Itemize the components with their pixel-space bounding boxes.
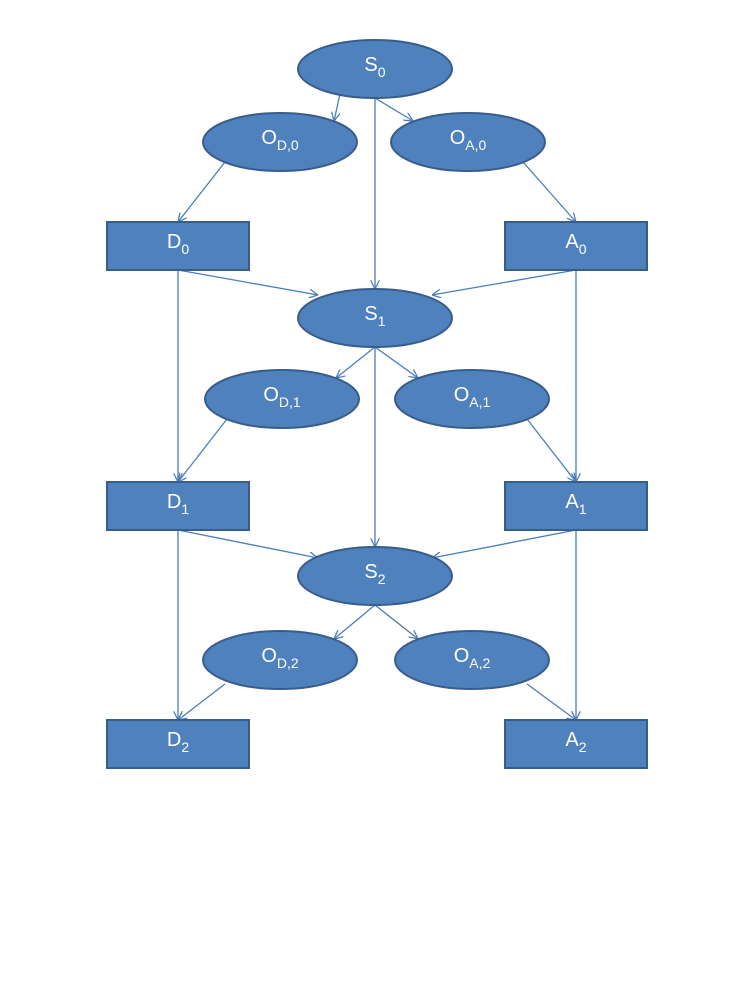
node-d1-label-base: D	[167, 491, 181, 513]
node-d2-label-subscript: 2	[181, 739, 189, 755]
node-oa2: OA,2	[394, 630, 550, 690]
node-d2-label: D2	[167, 729, 189, 755]
edge-od2-to-d2	[178, 683, 226, 720]
node-oa0-label-subscript: A,0	[465, 137, 486, 153]
node-d1-rect	[106, 481, 250, 531]
edge-oa1-to-a1	[526, 418, 576, 482]
edge-a0-to-s1	[432, 269, 577, 295]
edge-s0-to-oa0	[374, 97, 413, 121]
node-s2-label-base: S	[364, 561, 377, 583]
node-s0-label: S0	[364, 54, 385, 80]
node-s1-label-subscript: 1	[378, 313, 386, 329]
edge-oa0-to-a0	[522, 161, 576, 222]
node-a2-label-subscript: 2	[579, 739, 587, 755]
node-a1-label-base: A	[565, 491, 579, 513]
node-a0-label-subscript: 0	[579, 241, 587, 257]
node-s0-label-subscript: 0	[378, 64, 386, 80]
node-s1-ellipse	[297, 288, 453, 348]
edge-s1-to-oa1	[374, 346, 418, 378]
node-s1-label: S1	[364, 303, 385, 329]
node-d1-label-subscript: 1	[181, 501, 189, 517]
node-a1-rect	[504, 481, 648, 531]
node-a2: A2	[504, 719, 648, 769]
node-a2-label: A2	[565, 729, 586, 755]
node-oa2-label: OA,2	[454, 645, 491, 671]
edge-a1-to-s2	[432, 529, 577, 558]
edge-s2-to-od2	[334, 604, 376, 639]
edge-s0-to-od0	[334, 93, 341, 121]
node-od0: OD,0	[202, 112, 358, 172]
node-od0-label-base: O	[261, 127, 277, 149]
node-od0-label: OD,0	[261, 127, 299, 153]
node-s2: S2	[297, 546, 453, 606]
edge-od1-to-d1	[178, 418, 228, 482]
node-d1: D1	[106, 481, 250, 531]
node-s0-ellipse	[297, 39, 453, 99]
node-od2-label: OD,2	[261, 645, 299, 671]
node-d0: D0	[106, 221, 250, 271]
node-od2: OD,2	[202, 630, 358, 690]
node-od1-label-base: O	[263, 384, 279, 406]
node-d2: D2	[106, 719, 250, 769]
node-od0-label-subscript: D,0	[277, 137, 299, 153]
node-od2-ellipse	[202, 630, 358, 690]
node-a1-label-subscript: 1	[579, 501, 587, 517]
node-s1-label-base: S	[364, 303, 377, 325]
edge-d0-to-s1	[177, 269, 318, 295]
node-od1-ellipse	[204, 369, 360, 429]
node-oa1-label-base: O	[454, 384, 470, 406]
node-d0-rect	[106, 221, 250, 271]
node-oa0-label-base: O	[450, 127, 466, 149]
node-a1-label: A1	[565, 491, 586, 517]
node-od0-ellipse	[202, 112, 358, 172]
node-oa1-label-subscript: A,1	[469, 394, 490, 410]
node-a2-rect	[504, 719, 648, 769]
node-s0: S0	[297, 39, 453, 99]
edge-s2-to-oa2	[374, 604, 418, 639]
node-oa2-ellipse	[394, 630, 550, 690]
node-od1-label: OD,1	[263, 384, 301, 410]
node-s2-label: S2	[364, 561, 385, 587]
node-oa0: OA,0	[390, 112, 546, 172]
edge-s1-to-od1	[336, 346, 376, 378]
node-d0-label: D0	[167, 231, 189, 257]
node-oa0-ellipse	[390, 112, 546, 172]
node-s0-label-base: S	[364, 54, 377, 76]
node-a2-label-base: A	[565, 729, 579, 751]
node-oa1-label: OA,1	[454, 384, 491, 410]
node-a0-label-base: A	[565, 231, 579, 253]
node-s1: S1	[297, 288, 453, 348]
edges-layer	[177, 93, 577, 720]
node-a0-label: A0	[565, 231, 586, 257]
node-d0-label-base: D	[167, 231, 181, 253]
node-d0-label-subscript: 0	[181, 241, 189, 257]
node-od1: OD,1	[204, 369, 360, 429]
node-oa1-ellipse	[394, 369, 550, 429]
node-s2-label-subscript: 2	[378, 571, 386, 587]
node-d1-label: D1	[167, 491, 189, 517]
node-d2-rect	[106, 719, 250, 769]
node-od1-label-subscript: D,1	[279, 394, 301, 410]
edge-od0-to-d0	[178, 161, 226, 222]
node-oa0-label: OA,0	[450, 127, 487, 153]
node-a0-rect	[504, 221, 648, 271]
node-oa1: OA,1	[394, 369, 550, 429]
node-od2-label-base: O	[261, 645, 277, 667]
node-d2-label-base: D	[167, 729, 181, 751]
edge-oa2-to-a2	[526, 683, 576, 720]
node-od2-label-subscript: D,2	[277, 655, 299, 671]
node-oa2-label-subscript: A,2	[469, 655, 490, 671]
node-a0: A0	[504, 221, 648, 271]
edge-d1-to-s2	[177, 529, 318, 558]
node-s2-ellipse	[297, 546, 453, 606]
node-a1: A1	[504, 481, 648, 531]
node-oa2-label-base: O	[454, 645, 470, 667]
